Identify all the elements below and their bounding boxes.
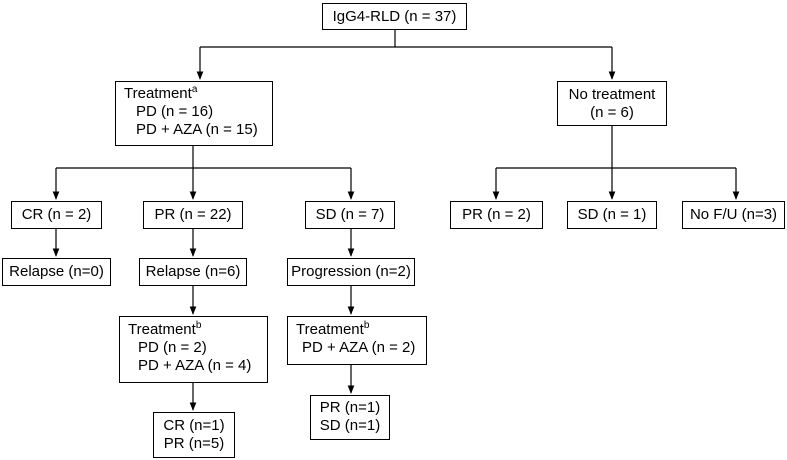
pr-relapse-node: Relapse (n=6)	[139, 258, 247, 286]
footnote-b-marker: b	[195, 320, 202, 331]
nt-pr-node: PR (n = 2)	[450, 201, 543, 229]
root-label: IgG4-RLD (n = 37)	[332, 8, 457, 25]
pr-treatment-pd-count: PD (n = 2)	[138, 339, 207, 356]
treatment-pd-count: PD (n = 16)	[136, 103, 214, 120]
footnote-b-marker: b	[363, 320, 370, 331]
sd-label: SD (n = 7)	[315, 206, 385, 223]
cr-node: CR (n = 2)	[11, 201, 102, 229]
sd-outcome-pr: PR (n=1)	[319, 399, 381, 416]
pr-outcome-node: CR (n=1) PR (n=5)	[153, 412, 235, 458]
nt-nofu-node: No F/U (n=3)	[682, 201, 785, 229]
pr-outcome-cr: CR (n=1)	[163, 417, 225, 434]
nt-sd-label: SD (n = 1)	[577, 206, 647, 223]
treatment-node: Treatmenta PD (n = 16) PD + AZA (n = 15)	[115, 81, 273, 146]
pr-treatment-title: Treatmentb	[128, 320, 202, 339]
sd-progression-label: Progression (n=2)	[291, 263, 411, 280]
treatment-pdaza-count: PD + AZA (n = 15)	[136, 121, 258, 138]
no-treatment-node: No treatment (n = 6)	[557, 81, 667, 126]
no-treatment-count: (n = 6)	[590, 104, 634, 121]
sd-treatment-title: Treatmentb	[296, 320, 370, 339]
sd-treatment-pdaza-count: PD + AZA (n = 2)	[302, 339, 416, 356]
pr-label: PR (n = 22)	[154, 206, 232, 223]
sd-progression-node: Progression (n=2)	[287, 258, 415, 286]
root-node: IgG4-RLD (n = 37)	[322, 3, 467, 30]
sd-outcome-node: PR (n=1) SD (n=1)	[310, 395, 390, 440]
pr-node: PR (n = 22)	[143, 201, 243, 229]
pr-treatment-node: Treatmentb PD (n = 2) PD + AZA (n = 4)	[119, 316, 268, 383]
cr-relapse-node: Relapse (n=0)	[2, 258, 111, 286]
pr-outcome-pr: PR (n=5)	[163, 435, 225, 452]
footnote-a-marker: a	[191, 84, 198, 95]
sd-node: SD (n = 7)	[305, 201, 395, 229]
cr-relapse-label: Relapse (n=0)	[9, 263, 104, 280]
pr-treatment-pdaza-count: PD + AZA (n = 4)	[138, 357, 252, 374]
nt-sd-node: SD (n = 1)	[567, 201, 657, 229]
treatment-title: Treatmenta	[124, 84, 198, 103]
sd-outcome-sd: SD (n=1)	[319, 417, 381, 434]
nt-nofu-label: No F/U (n=3)	[689, 206, 778, 223]
pr-relapse-label: Relapse (n=6)	[145, 263, 241, 280]
no-treatment-label: No treatment	[568, 86, 656, 103]
cr-label: CR (n = 2)	[21, 206, 92, 223]
nt-pr-label: PR (n = 2)	[462, 206, 531, 223]
sd-treatment-node: Treatmentb PD + AZA (n = 2)	[287, 316, 427, 365]
